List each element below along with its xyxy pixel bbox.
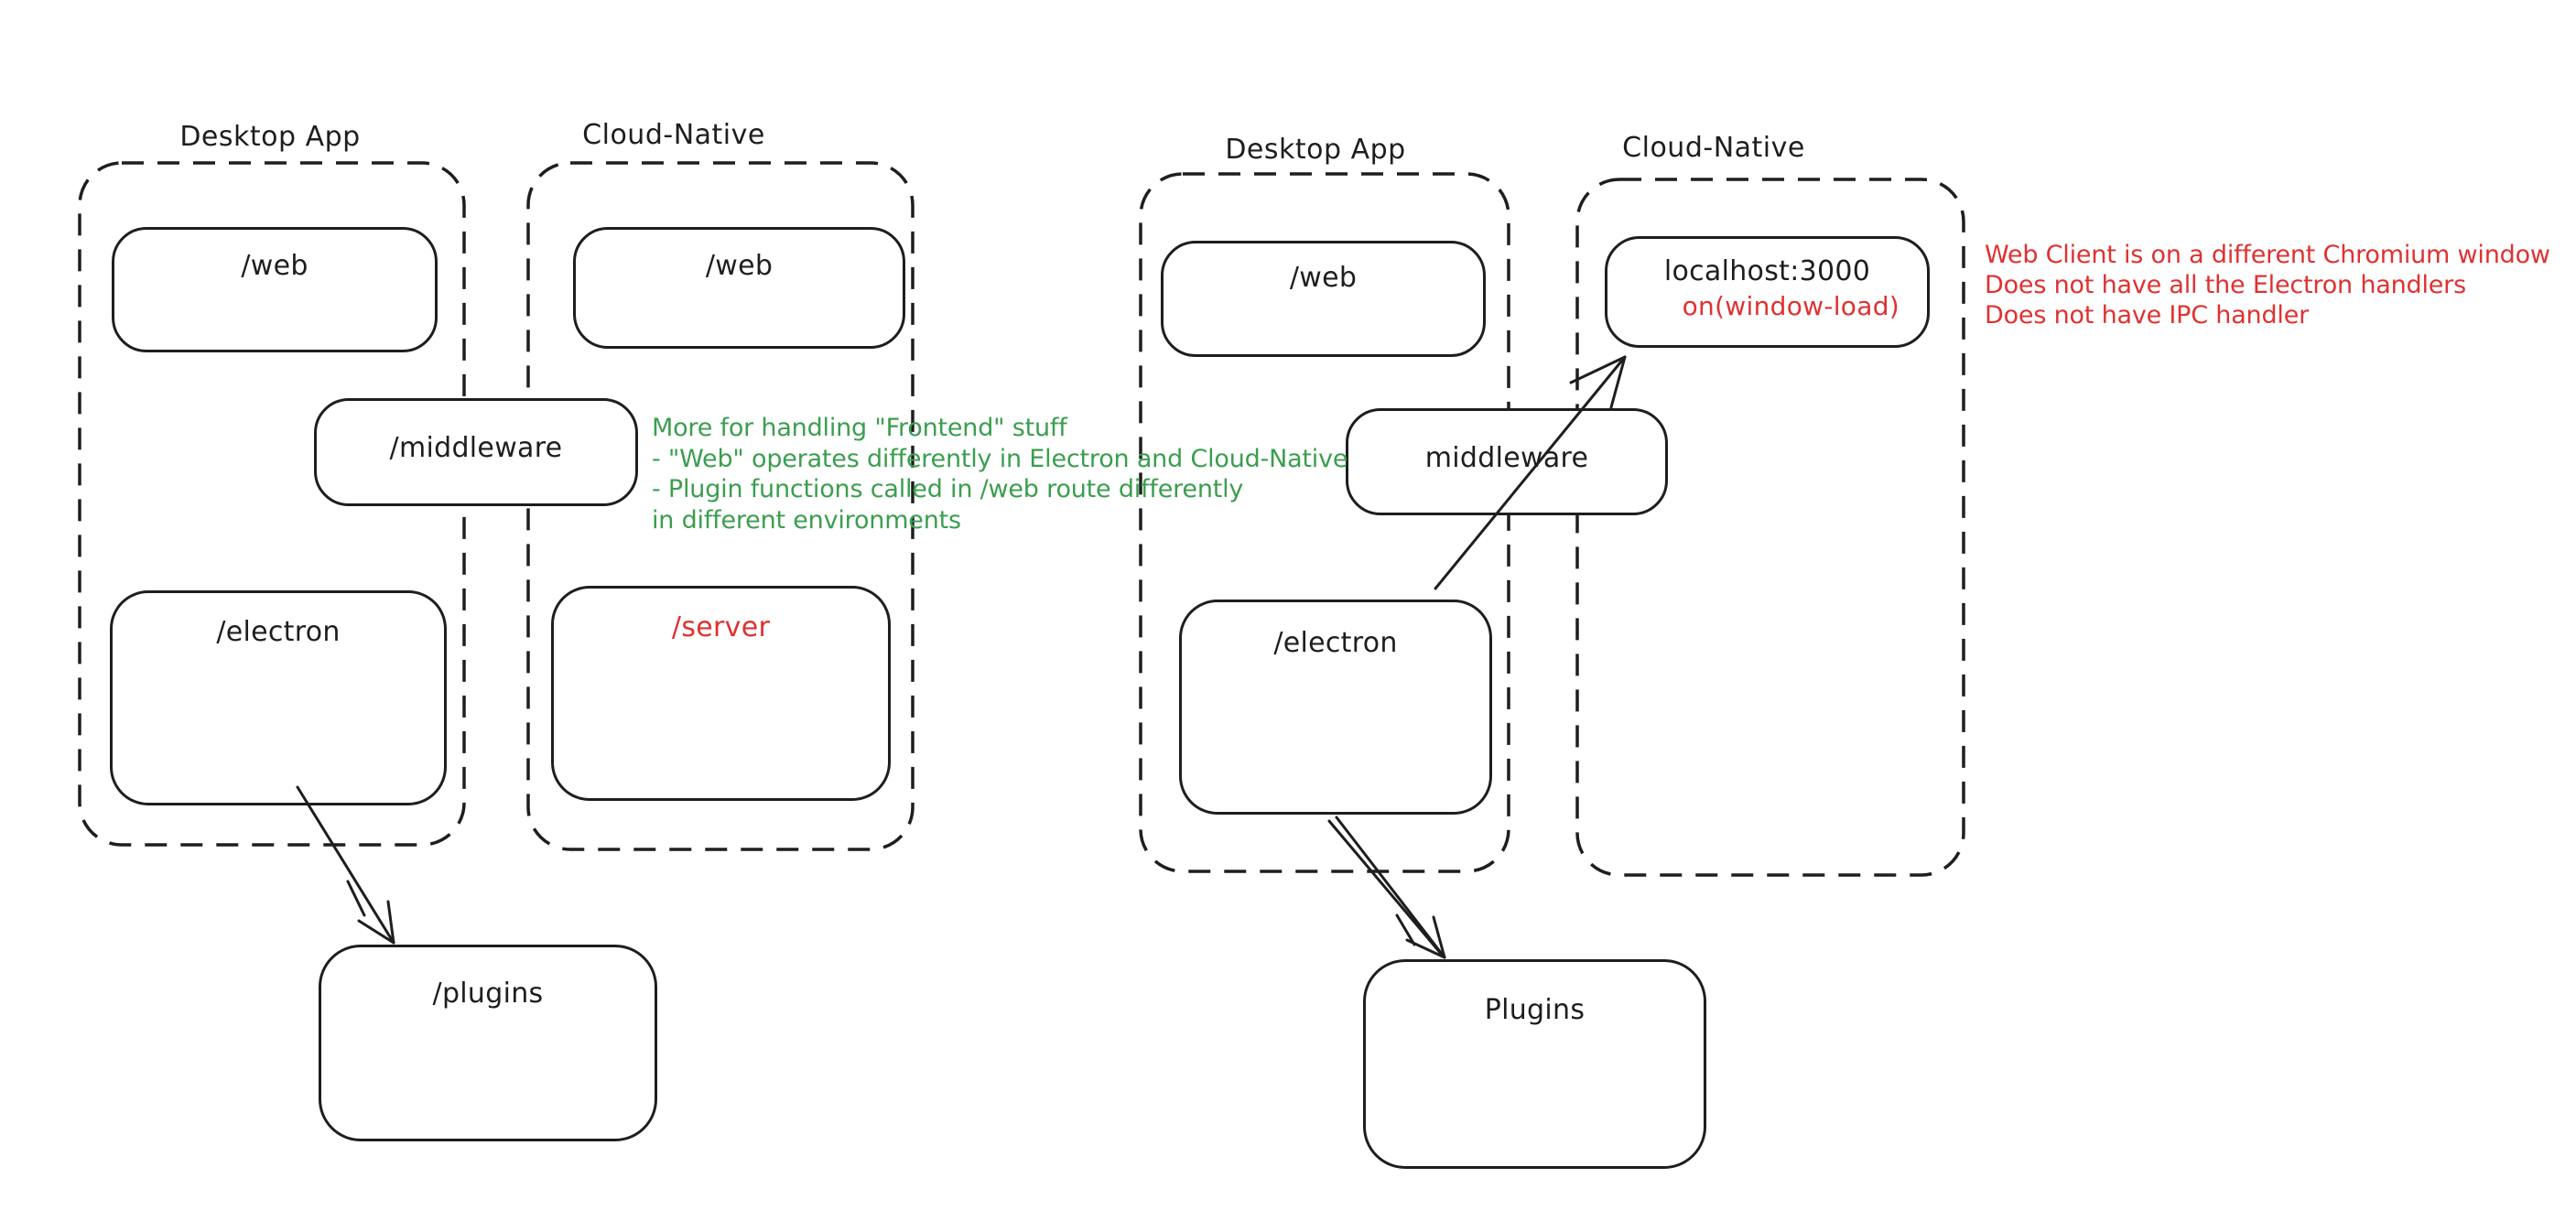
container-left-cloud[interactable] (526, 161, 915, 851)
box-right-middleware[interactable]: middleware (1346, 408, 1668, 515)
box-label: localhost:3000 (1663, 255, 1871, 287)
box-label: Plugins (1484, 994, 1586, 1026)
box-label: /web (241, 250, 308, 282)
box-label: /middleware (389, 432, 563, 464)
group-title-right-cloud[interactable]: Cloud-Native (1622, 132, 1805, 164)
green-note[interactable]: More for handling "Frontend" stuff - "We… (652, 413, 1348, 535)
red-note-line: Web Client is on a different Chromium wi… (1985, 241, 2550, 269)
container-left-desktop[interactable] (78, 161, 466, 847)
box-label: /electron (216, 616, 341, 648)
green-note-line: - Plugin functions called in /web route … (652, 475, 1244, 503)
box-label: /server (671, 611, 771, 643)
green-note-line: - "Web" operates differently in Electron… (652, 444, 1348, 473)
box-left-server[interactable]: /server (551, 586, 891, 801)
group-title-left-desktop[interactable]: Desktop App (179, 121, 361, 153)
box-left-middleware[interactable]: /middleware (314, 398, 638, 506)
group-title-left-cloud[interactable]: Cloud-Native (582, 119, 765, 151)
box-label: /web (705, 250, 774, 282)
box-left-plugins[interactable]: /plugins (319, 945, 657, 1141)
box-right-web[interactable]: /web (1161, 241, 1486, 357)
green-note-line: More for handling "Frontend" stuff (652, 414, 1067, 442)
box-right-localhost[interactable]: localhost:3000 on(window-load) (1605, 236, 1930, 348)
box-left-electron[interactable]: /electron (110, 590, 447, 805)
group-title-right-desktop[interactable]: Desktop App (1225, 134, 1406, 166)
box-right-electron[interactable]: /electron (1179, 600, 1492, 815)
red-note[interactable]: Web Client is on a different Chromium wi… (1985, 240, 2550, 330)
red-note-line: Does not have IPC handler (1985, 301, 2310, 330)
green-note-line: in different environments (652, 505, 961, 535)
red-note-line: Does not have all the Electron handlers (1985, 271, 2466, 299)
box-sublabel-on-window-load: on(window-load) (1682, 291, 1900, 321)
box-left-web-cloud[interactable]: /web (573, 227, 905, 349)
box-label: /plugins (432, 978, 544, 1010)
box-label: middleware (1424, 442, 1589, 474)
box-label: /electron (1273, 627, 1398, 659)
box-left-web-desktop[interactable]: /web (112, 227, 438, 352)
box-label: /web (1289, 262, 1358, 294)
box-right-plugins[interactable]: Plugins (1363, 959, 1706, 1169)
